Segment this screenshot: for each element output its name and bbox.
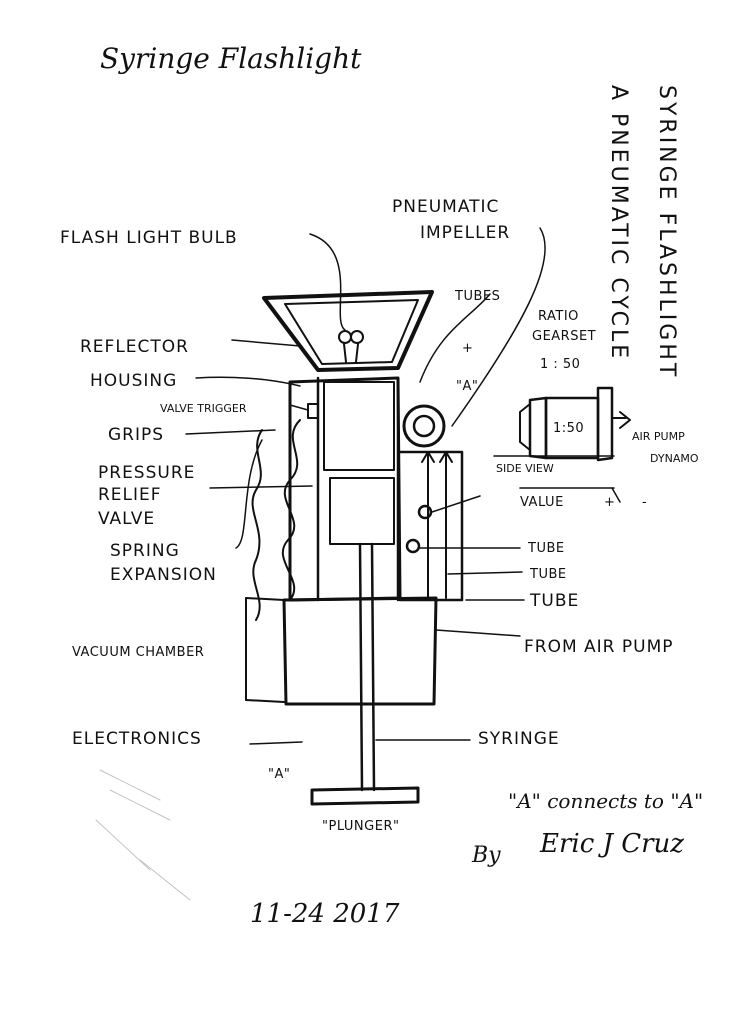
housing-body: [288, 376, 402, 792]
label-pneumatic: PNEUMATIC: [392, 197, 499, 217]
label-vacuum-chamber: VACUUM CHAMBER: [72, 645, 204, 660]
connects-note: "A" connects to "A": [508, 789, 703, 813]
vacuum-chamber-shape: [245, 596, 438, 706]
side-title-line2: A PNEUMATIC CYCLE: [606, 85, 631, 361]
label-dynamo: DYNAMO: [650, 452, 699, 465]
value-plus-sign: +: [604, 495, 615, 510]
valve-knob-upper: [417, 504, 433, 520]
label-valve: VALVE: [98, 509, 155, 529]
label-housing: HOUSING: [90, 371, 177, 391]
tube-column: [398, 450, 464, 602]
label-impeller: IMPELLER: [420, 223, 510, 243]
side-title-line2-group: A PNEUMATIC CYCLE: [606, 85, 631, 361]
label-electronics: ELECTRONICS: [72, 729, 202, 749]
label-side-view: SIDE VIEW: [496, 462, 554, 475]
label-relief: RELIEF: [98, 485, 162, 505]
label-expansion: EXPANSION: [110, 565, 217, 585]
value-minus-sign: -: [642, 495, 647, 510]
label-plunger: "PLUNGER": [322, 819, 399, 834]
label-flashlight-bulb: FLASH LIGHT BULB: [60, 228, 238, 248]
label-air-pump: AIR PUMP: [632, 430, 685, 443]
gear-box-ratio: 1:50: [553, 421, 584, 436]
diagram-title: Syringe Flashlight: [100, 42, 362, 75]
plunger-handle: [310, 786, 420, 806]
grips-wave: [281, 419, 301, 601]
label-ratio-value: 1 : 50: [540, 357, 580, 372]
label-syringe: SYRINGE: [478, 729, 560, 749]
pneumatic-impeller-shape: [402, 404, 446, 448]
a-marker-top: "A": [456, 379, 478, 394]
label-valve-trigger: VALVE TRIGGER: [160, 402, 247, 415]
gearset-side-view: [493, 386, 631, 489]
label-reflector: REFLECTOR: [80, 337, 189, 357]
side-title-line1-group: SYRINGE FLASHLIGHT: [654, 85, 679, 379]
grips-wave-2: [251, 429, 263, 621]
smudge-mark: [95, 769, 191, 901]
valve-trigger-shape: [307, 403, 319, 419]
flashlight-bulb-shape: [338, 330, 364, 363]
valve-knob-lower: [405, 538, 421, 554]
label-spring: SPRING: [110, 541, 180, 561]
label-ratio: RATIO: [538, 309, 579, 324]
a-marker-bottom: "A": [268, 767, 290, 782]
label-tube-3: TUBE: [529, 591, 579, 611]
label-gearset: GEARSET: [532, 329, 596, 344]
label-from-air-pump: FROM AIR PUMP: [524, 637, 674, 657]
a-marker-plus: +: [462, 341, 473, 356]
label-tubes-top: TUBES: [454, 289, 500, 304]
side-title-line1: SYRINGE FLASHLIGHT: [654, 85, 679, 379]
label-value: VALUE: [520, 495, 564, 510]
sketch-date: 11-24 2017: [250, 899, 400, 929]
label-pressure: PRESSURE: [98, 463, 195, 483]
author-name: Eric J Cruz: [539, 829, 684, 859]
author-by: By: [471, 843, 501, 868]
label-tube-2: TUBE: [529, 567, 567, 582]
label-tube-1: TUBE: [527, 541, 565, 556]
leader-lines: [185, 227, 621, 745]
label-grips: GRIPS: [108, 425, 164, 445]
